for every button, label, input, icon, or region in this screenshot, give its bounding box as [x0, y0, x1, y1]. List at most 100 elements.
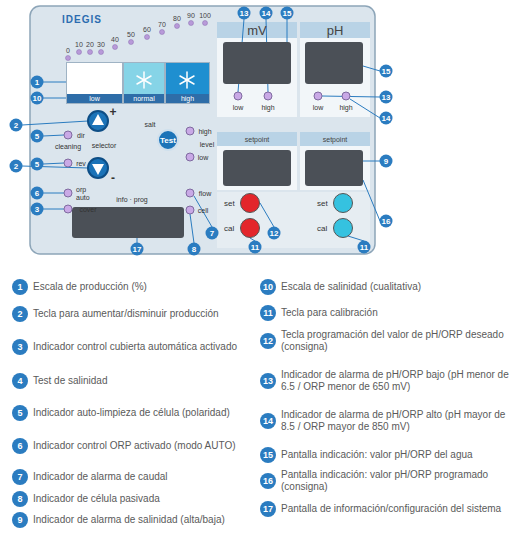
led: [64, 131, 72, 139]
scale-dot: [99, 50, 104, 55]
leader-line: [194, 196, 212, 227]
panel-label: low: [233, 104, 244, 111]
led: [186, 206, 194, 214]
mv-setpoint-zone: [217, 132, 297, 190]
leader-line: [43, 193, 64, 194]
callout-number: 9: [380, 155, 393, 168]
brand-logo: IDEGIS: [62, 15, 102, 25]
description-text: Escala de producción (%): [33, 281, 238, 293]
description-text: Indicador de alarma de caudal: [33, 471, 238, 483]
leader-line: [363, 66, 380, 71]
panel-label: low: [313, 104, 324, 111]
node-text: low: [67, 94, 122, 103]
leader-line: [43, 98, 66, 99]
panel-label: salt: [145, 121, 156, 128]
scale-dot: [88, 50, 93, 55]
panel-label: cover: [79, 206, 96, 213]
node-text: cal: [224, 224, 240, 233]
callout-number: 2: [10, 160, 23, 173]
legend-number: 4: [12, 373, 28, 389]
callout-number: 8: [188, 243, 201, 256]
callout-number: 5: [31, 158, 44, 171]
led: [186, 153, 194, 161]
callout-number: 15: [380, 65, 393, 78]
callout-number: 13: [238, 7, 251, 20]
callout-number: 12: [268, 227, 281, 240]
description-text: Tecla para aumentar/disminuir producción: [33, 308, 238, 320]
node-text: normal: [124, 94, 164, 103]
button-circle: [240, 193, 260, 213]
legend-number: 7: [12, 469, 28, 485]
down-button: [88, 158, 108, 178]
header-band: [217, 132, 297, 146]
panel-label: orp auto: [76, 186, 92, 202]
scale-dot: [160, 30, 165, 35]
panel-label: dir: [77, 132, 85, 139]
mv-zone: [217, 22, 297, 117]
led: [64, 159, 72, 167]
scale-number: 10: [75, 41, 83, 48]
callout-number: 13: [380, 91, 393, 104]
scale-number: 60: [143, 26, 151, 33]
legend-number: 5: [12, 405, 28, 421]
legend-number: 1: [12, 279, 28, 295]
callout-number: 5: [31, 130, 44, 143]
panel-label: flow: [199, 190, 211, 197]
button-circle: [333, 218, 353, 238]
lcd-display: [305, 42, 363, 84]
setpoint-header: setpoint: [245, 136, 270, 143]
panel-button: set: [224, 193, 264, 213]
legend-number: 9: [12, 512, 28, 528]
description-text: Escala de salinidad (cualitativa): [281, 281, 509, 293]
up-arrow: [92, 114, 104, 125]
header-band: [300, 22, 370, 38]
salinity-band: high: [165, 62, 210, 104]
scale-number: 30: [97, 41, 105, 48]
panel-label: low: [198, 154, 209, 161]
led: [314, 92, 322, 100]
callout-number: 2: [10, 119, 23, 132]
panel-button: cal: [224, 218, 264, 238]
button-zone: [217, 192, 370, 248]
legend-number: 17: [260, 501, 276, 517]
setpoint-header: setpoint: [323, 136, 348, 143]
leader-line: [43, 82, 66, 83]
legend-number: 3: [12, 339, 28, 355]
scale-dot: [77, 50, 82, 55]
callout-number: 6: [31, 187, 44, 200]
scale-number: 100: [199, 12, 211, 19]
control-panel: [30, 6, 375, 254]
description-text: Indicador auto-limpieza de célula (polar…: [33, 407, 238, 419]
callout-number: 17: [131, 243, 144, 256]
callout-number: 14: [260, 7, 273, 20]
scale-dot: [129, 40, 134, 45]
panel-button: set: [317, 193, 357, 213]
panel-label: high: [261, 104, 274, 111]
leader-line: [22, 121, 88, 125]
scale-number: 40: [111, 36, 119, 43]
description-text: Indicador control cubierta automática ac…: [33, 341, 238, 353]
scale-number: 20: [86, 41, 94, 48]
scale-dot: [203, 21, 208, 26]
description-text: Tecla programación del valor de pH/ORP d…: [281, 329, 509, 353]
description-text: Test de salinidad: [33, 375, 238, 387]
callout-number: 3: [31, 203, 44, 216]
scale-number: 90: [187, 12, 195, 19]
legend-number: 14: [260, 413, 276, 429]
salinity-band: normal: [123, 62, 165, 104]
callout-number: 16: [380, 215, 393, 228]
legend-number: 6: [12, 438, 28, 454]
legend-number: 8: [12, 491, 28, 507]
callout-number: 1: [31, 76, 44, 89]
lcd-display: [223, 150, 291, 186]
led: [264, 92, 272, 100]
scale-number: 80: [173, 15, 181, 22]
scale-dot: [66, 56, 71, 61]
panel-label: high: [198, 128, 211, 135]
legend-number: 11: [260, 305, 276, 321]
panel-label: rev: [76, 160, 86, 167]
description-text: Indicador de alarma de pH/ORP bajo (pH m…: [281, 369, 509, 393]
lcd-display: [305, 150, 363, 186]
leader-line: [190, 214, 194, 243]
node-text: set: [317, 199, 333, 208]
